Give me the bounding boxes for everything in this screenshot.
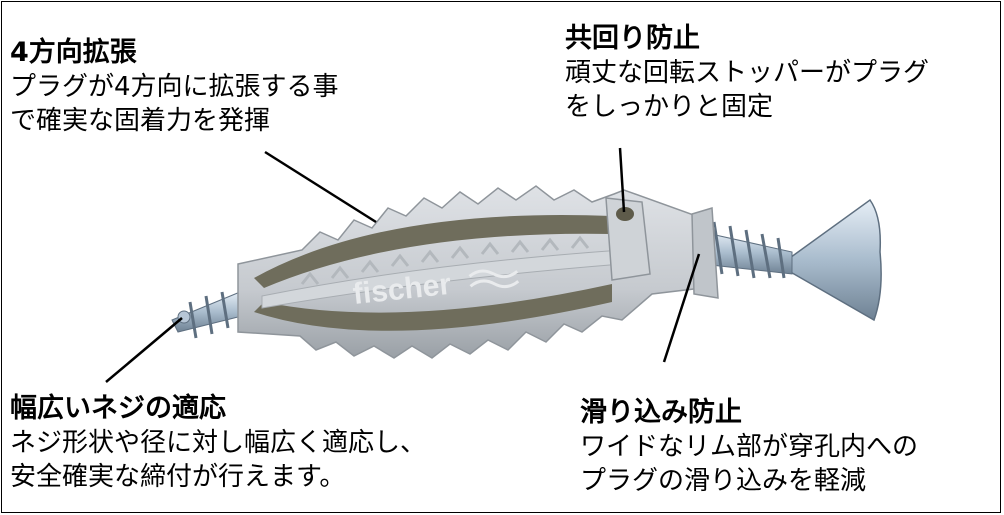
callout-desc-line: 頑丈な回転ストッパーがプラグ (565, 58, 930, 88)
plug-body: fischer (237, 185, 719, 359)
screw (171, 198, 882, 339)
brand-logo-icon (468, 269, 520, 289)
callout-title: 滑り込み防止 (580, 397, 742, 428)
callout-title: 4方向拡張 (10, 37, 137, 68)
leader-line-expansion (264, 150, 377, 224)
callout-desc-line: をしっかりと固定 (565, 92, 774, 122)
callout-desc-line: ネジ形状や径に対し幅広く適応し、 (10, 428, 427, 458)
wide-rim (691, 207, 719, 299)
callout-desc-line: プラグの滑り込みを軽減 (580, 466, 867, 496)
leader-line-anti-rotation (618, 147, 626, 213)
callout-anti-rotation: 共回り防止 頑丈な回転ストッパーがプラグ をしっかりと固定 (565, 22, 929, 124)
leader-line-screw (105, 317, 183, 383)
callout-desc-line: で確実な固着力を発揮 (10, 106, 271, 136)
leader-line-anti-slip (662, 253, 701, 363)
callout-screw-compat: 幅広いネジの適応 ネジ形状や径に対し幅広く適応し、 安全確実な締付が行えます。 (10, 392, 426, 494)
callout-desc-line: プラグが4方向に拡張する事 (10, 72, 339, 102)
callout-desc-line: ワイドなリム部が穿孔内への (580, 432, 919, 462)
expansion-slot-upper (254, 214, 612, 288)
screw-head (786, 198, 882, 322)
anti-rotation-stopper (605, 197, 651, 281)
callout-expansion: 4方向拡張 プラグが4方向に拡張する事 で確実な固着力を発揮 (10, 36, 339, 138)
callout-title: 共回り防止 (565, 23, 700, 54)
callout-title: 幅広いネジの適応 (10, 393, 226, 424)
expansion-slot-lower (254, 284, 612, 331)
callout-anti-slip: 滑り込み防止 ワイドなリム部が穿孔内への プラグの滑り込みを軽減 (580, 396, 918, 498)
callout-desc-line: 安全確実な締付が行えます。 (10, 462, 346, 492)
